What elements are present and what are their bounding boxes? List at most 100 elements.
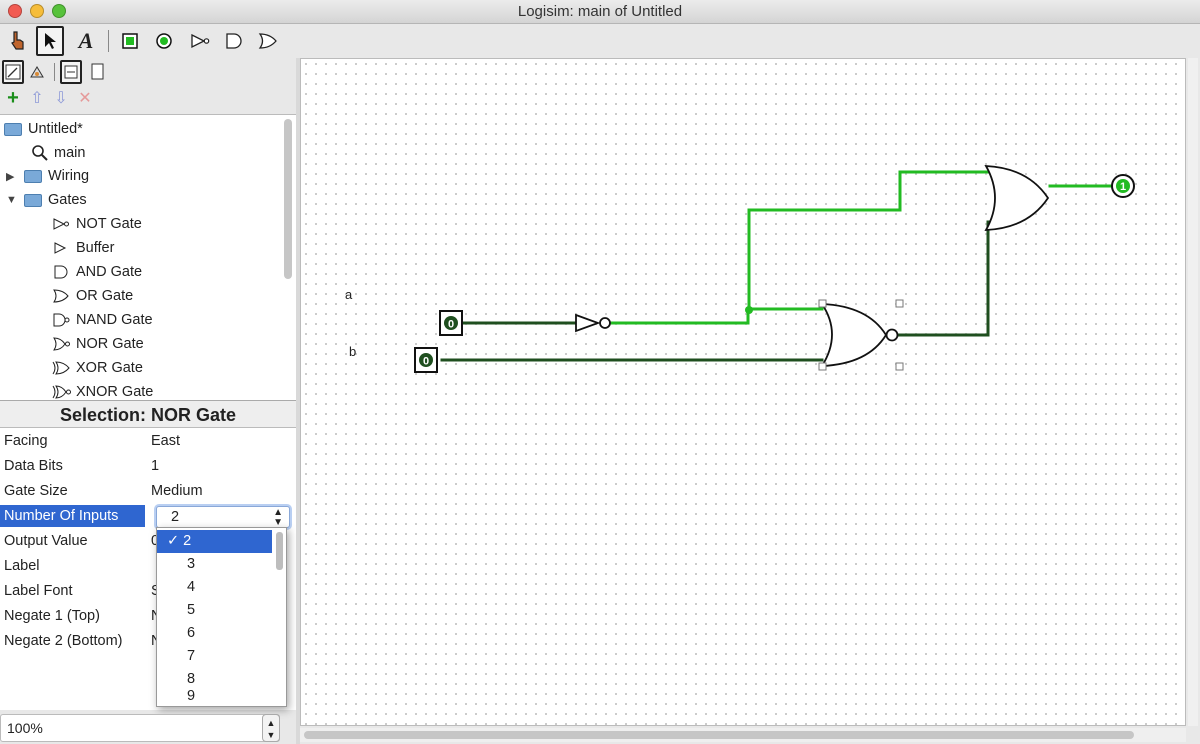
attr-row-label-font[interactable]: Label Font S bbox=[0, 580, 296, 605]
selection-handle[interactable] bbox=[818, 299, 827, 308]
selection-handle[interactable] bbox=[818, 362, 827, 371]
input-pin-tool-icon[interactable] bbox=[118, 28, 142, 54]
selection-handle[interactable] bbox=[895, 299, 904, 308]
attr-row-facing[interactable]: Facing East bbox=[0, 430, 296, 455]
dropdown-option[interactable]: 4 bbox=[187, 579, 196, 595]
zoom-field[interactable]: 100% bbox=[0, 714, 280, 742]
dropdown-option[interactable]: 3 bbox=[187, 556, 196, 572]
dropdown-option[interactable]: 6 bbox=[187, 625, 196, 641]
edit-layout-icon[interactable] bbox=[2, 60, 24, 84]
folder-icon bbox=[24, 193, 42, 207]
magnifier-icon bbox=[30, 144, 50, 162]
selection-title: Selection: NOR Gate bbox=[0, 400, 296, 428]
input-pin-a[interactable]: 0 bbox=[439, 310, 463, 336]
attr-name: Negate 1 (Top) bbox=[4, 608, 100, 624]
edit-appearance-icon[interactable] bbox=[26, 60, 48, 84]
output-pin-tool-icon[interactable] bbox=[152, 28, 176, 54]
scrollbar-thumb[interactable] bbox=[304, 731, 1134, 739]
tree-item-nor-gate[interactable]: NOR Gate bbox=[52, 333, 144, 355]
or-gate-tool-icon[interactable] bbox=[256, 28, 280, 54]
tree-item-xnor-gate[interactable]: XNOR Gate bbox=[52, 381, 153, 400]
not-gate[interactable] bbox=[575, 313, 611, 333]
not-gate-tool-icon[interactable] bbox=[188, 28, 212, 54]
main-toolbar: A bbox=[0, 26, 300, 56]
title-bar: Logisim: main of Untitled bbox=[0, 0, 1200, 24]
output-pin[interactable]: 1 bbox=[1111, 174, 1135, 198]
tree-item-or-gate[interactable]: OR Gate bbox=[52, 285, 133, 307]
explorer-scrollbar[interactable] bbox=[284, 119, 292, 279]
tree-item-nand-gate[interactable]: NAND Gate bbox=[52, 309, 153, 331]
and-gate-tool-icon[interactable] bbox=[222, 28, 246, 54]
tree-item-and-gate[interactable]: AND Gate bbox=[52, 261, 142, 283]
or-gate[interactable] bbox=[984, 165, 1050, 231]
expand-arrow-icon[interactable]: ▶ bbox=[6, 171, 15, 183]
dropdown-option-2[interactable]: ✓ 2 bbox=[157, 530, 272, 553]
simulation-view-icon[interactable] bbox=[86, 60, 108, 84]
tree-project[interactable]: Untitled* bbox=[4, 118, 83, 140]
circuit-diagram[interactable]: a b 0 0 1 bbox=[300, 58, 1186, 726]
tree-item-buffer[interactable]: Buffer bbox=[52, 237, 114, 259]
delete-circuit-icon[interactable]: ✕ bbox=[78, 90, 92, 107]
attr-row-gate-size[interactable]: Gate Size Medium bbox=[0, 480, 296, 505]
panel-splitter[interactable] bbox=[296, 58, 300, 744]
select-arrows-icon: ▲▼ bbox=[273, 507, 283, 528]
dropdown-scrollbar[interactable] bbox=[276, 532, 283, 570]
attr-value[interactable]: S bbox=[151, 583, 161, 599]
folder-icon bbox=[24, 169, 42, 183]
circuit-canvas[interactable] bbox=[300, 58, 1186, 726]
select-tool-icon[interactable] bbox=[36, 26, 64, 56]
minimize-window-button[interactable] bbox=[30, 4, 44, 18]
attr-value[interactable]: 0 bbox=[151, 533, 159, 549]
selection-handle[interactable] bbox=[895, 362, 904, 371]
view-toolbar bbox=[0, 60, 300, 86]
attr-row-number-of-inputs[interactable]: Number Of Inputs 2 ▲▼ bbox=[0, 504, 296, 529]
collapse-arrow-icon[interactable]: ▼ bbox=[6, 194, 17, 206]
xnor-gate-icon bbox=[52, 384, 72, 400]
canvas-vertical-scrollbar[interactable] bbox=[1188, 58, 1198, 726]
tree-folder-gates[interactable]: Gates bbox=[24, 189, 87, 211]
wire-nor-to-or[interactable] bbox=[896, 220, 990, 337]
attr-value[interactable]: 1 bbox=[151, 458, 160, 474]
move-down-icon[interactable]: ⇩ bbox=[54, 90, 68, 107]
wire-to-or-top[interactable] bbox=[747, 170, 990, 311]
tree-circuit-main[interactable]: main bbox=[30, 142, 85, 164]
dropdown-option[interactable]: 5 bbox=[187, 602, 196, 618]
wire-junction bbox=[745, 306, 753, 314]
dropdown-option[interactable]: 8 bbox=[187, 671, 196, 687]
nor-gate-selected[interactable] bbox=[818, 299, 904, 371]
attr-name: Negate 2 (Bottom) bbox=[4, 633, 123, 649]
poke-tool-icon[interactable] bbox=[6, 28, 30, 54]
tree-folder-wiring[interactable]: Wiring bbox=[24, 165, 89, 187]
number-of-inputs-select[interactable]: 2 ▲▼ bbox=[156, 506, 290, 528]
toolbar-divider bbox=[108, 30, 109, 52]
attr-row-output-value[interactable]: Output Value 0 bbox=[0, 530, 296, 555]
dropdown-option[interactable]: 9 bbox=[187, 688, 196, 704]
nor-gate-icon bbox=[52, 336, 72, 352]
zoom-window-button[interactable] bbox=[52, 4, 66, 18]
text-tool-icon[interactable]: A bbox=[78, 28, 94, 53]
explorer-tree: Untitled* main ▶ Wiring ▼ Gates NOT Gate… bbox=[0, 114, 296, 400]
and-gate-icon bbox=[52, 264, 72, 280]
attr-row-label[interactable]: Label bbox=[0, 555, 296, 580]
not-gate-icon bbox=[52, 217, 72, 231]
attr-name: Label bbox=[4, 558, 40, 574]
attr-row-data-bits[interactable]: Data Bits 1 bbox=[0, 455, 296, 480]
inputs-dropdown-menu: ✓ 2 3 4 5 6 7 8 9 bbox=[156, 527, 287, 707]
toolbox-view-icon[interactable] bbox=[60, 60, 82, 84]
dropdown-option[interactable]: 7 bbox=[187, 648, 196, 664]
move-up-icon[interactable]: ⇧ bbox=[30, 90, 44, 107]
project-toolbar: + ⇧ ⇩ ✕ bbox=[0, 86, 300, 110]
add-circuit-icon[interactable]: + bbox=[7, 86, 19, 109]
wire-not-to-nor[interactable] bbox=[610, 307, 824, 325]
label-b: b bbox=[349, 344, 356, 359]
zoom-stepper[interactable]: ▲▼ bbox=[262, 714, 280, 742]
tree-item-not-gate[interactable]: NOT Gate bbox=[52, 213, 142, 235]
close-window-button[interactable] bbox=[8, 4, 22, 18]
tree-item-xor-gate[interactable]: XOR Gate bbox=[52, 357, 143, 379]
input-pin-b[interactable]: 0 bbox=[414, 347, 438, 373]
attr-name: Gate Size bbox=[4, 483, 68, 499]
canvas-horizontal-scrollbar[interactable] bbox=[300, 728, 1186, 742]
svg-text:0: 0 bbox=[423, 356, 429, 368]
attr-value[interactable]: Medium bbox=[151, 483, 203, 499]
attr-value[interactable]: East bbox=[151, 433, 181, 449]
